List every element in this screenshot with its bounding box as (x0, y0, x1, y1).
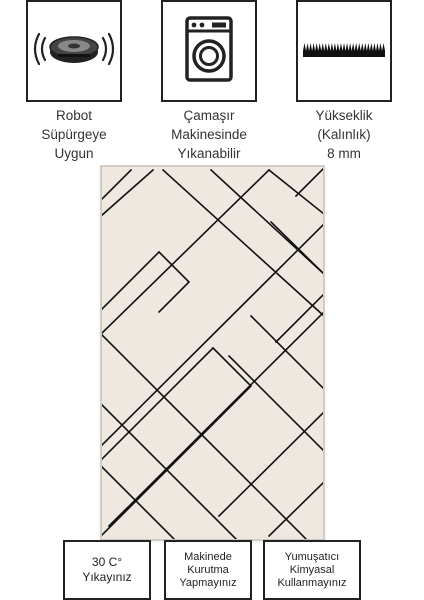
robot-vacuum-icon (32, 24, 116, 79)
rug-pattern (101, 166, 324, 540)
care-wash-30-label: 30 C° Yıkayınız (82, 555, 132, 584)
care-no-dryer: Makinede Kurutma Yapmayınız (164, 540, 252, 600)
robot-vacuum-box (26, 0, 122, 102)
pile-height-box (296, 0, 392, 102)
care-no-dryer-label: Makinede Kurutma Yapmayınız (179, 550, 237, 589)
feature-label-height: Yükseklik (Kalınlık) 8 mm (315, 108, 373, 161)
washing-machine-icon (185, 15, 233, 87)
care-no-softener-label: Yumuşatıcı Kimyasal Kullanmayınız (277, 550, 347, 589)
rug-image (101, 166, 324, 540)
care-wash-30: 30 C° Yıkayınız (63, 540, 151, 600)
washing-machine-box (161, 0, 257, 102)
care-no-softener: Yumuşatıcı Kimyasal Kullanmayınız (263, 540, 361, 600)
feature-label-robot: Robot Süpürgeye Uygun (41, 108, 107, 161)
pile-height-icon (303, 39, 386, 64)
feature-label-washing: Çamaşır Makinesinde Yıkanabilir (171, 108, 247, 161)
